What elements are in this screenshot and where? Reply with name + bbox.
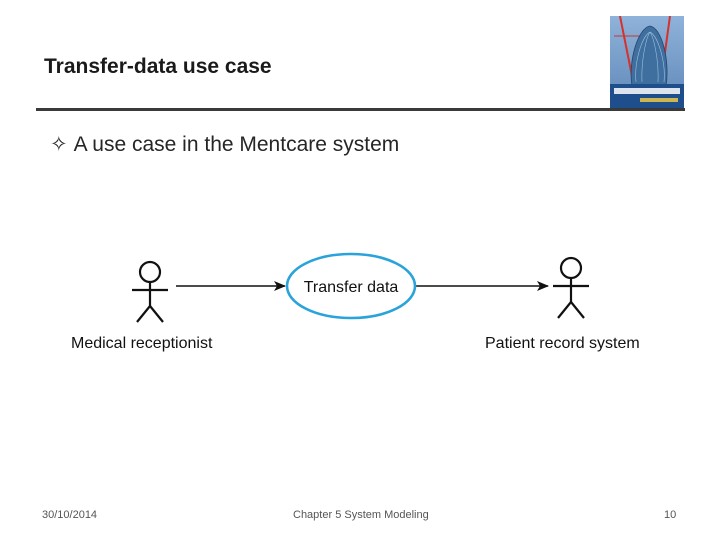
actor-right-label: Patient record system bbox=[485, 335, 640, 352]
footer-chapter: Chapter 5 System Modeling bbox=[293, 509, 429, 521]
bullet-text: A use case in the Mentcare system bbox=[73, 133, 400, 156]
book-cover-illustration bbox=[610, 16, 684, 109]
slide-title: Transfer-data use case bbox=[44, 55, 272, 78]
title-divider bbox=[36, 108, 685, 111]
bullet-point: ✧A use case in the Mentcare system bbox=[50, 132, 399, 157]
bullet-star-icon: ✧ bbox=[50, 133, 68, 156]
actor-medical-receptionist-icon bbox=[132, 260, 168, 323]
actor-patient-record-system-icon bbox=[553, 256, 589, 319]
book-cover-image bbox=[610, 16, 684, 109]
footer-page-number: 10 bbox=[664, 509, 677, 521]
use-case-label: Transfer data bbox=[304, 279, 399, 296]
use-case-ellipse bbox=[285, 252, 417, 320]
use-case-diagram: Transfer data Medical receptionist Patie… bbox=[71, 252, 640, 352]
footer-date: 30/10/2014 bbox=[42, 509, 98, 521]
actor-left-label: Medical receptionist bbox=[71, 335, 213, 352]
